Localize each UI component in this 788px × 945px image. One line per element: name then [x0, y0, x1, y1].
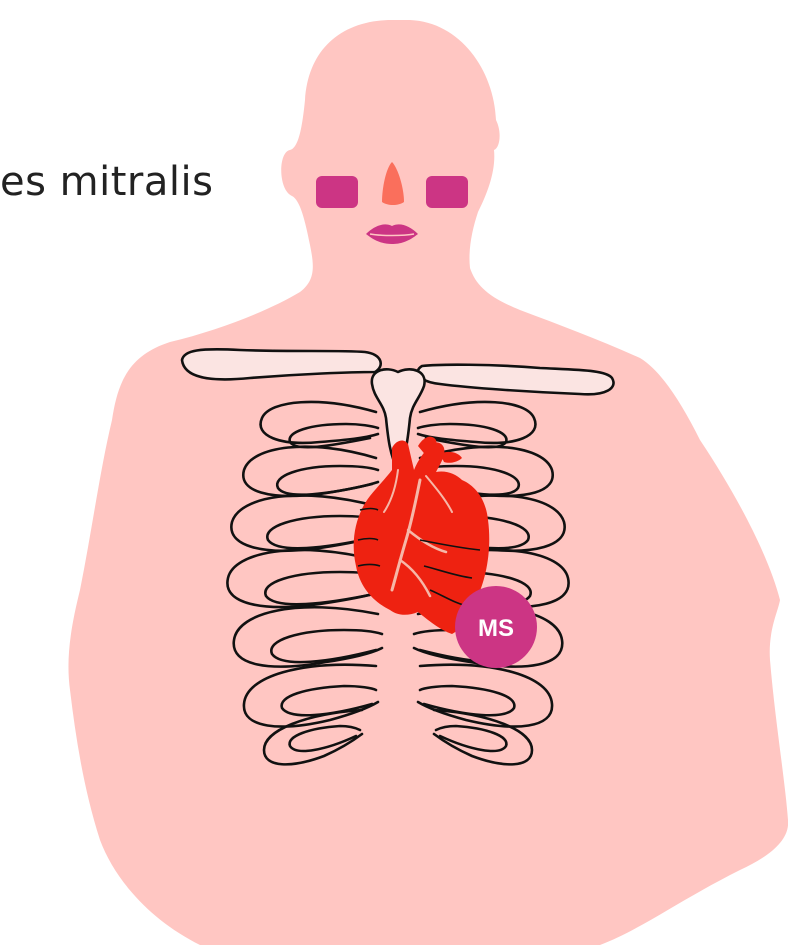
left-eye-icon [316, 176, 358, 208]
ms-marker-label: MS [478, 615, 514, 642]
ms-marker[interactable]: MS [455, 586, 537, 668]
right-eye-icon [426, 176, 468, 208]
